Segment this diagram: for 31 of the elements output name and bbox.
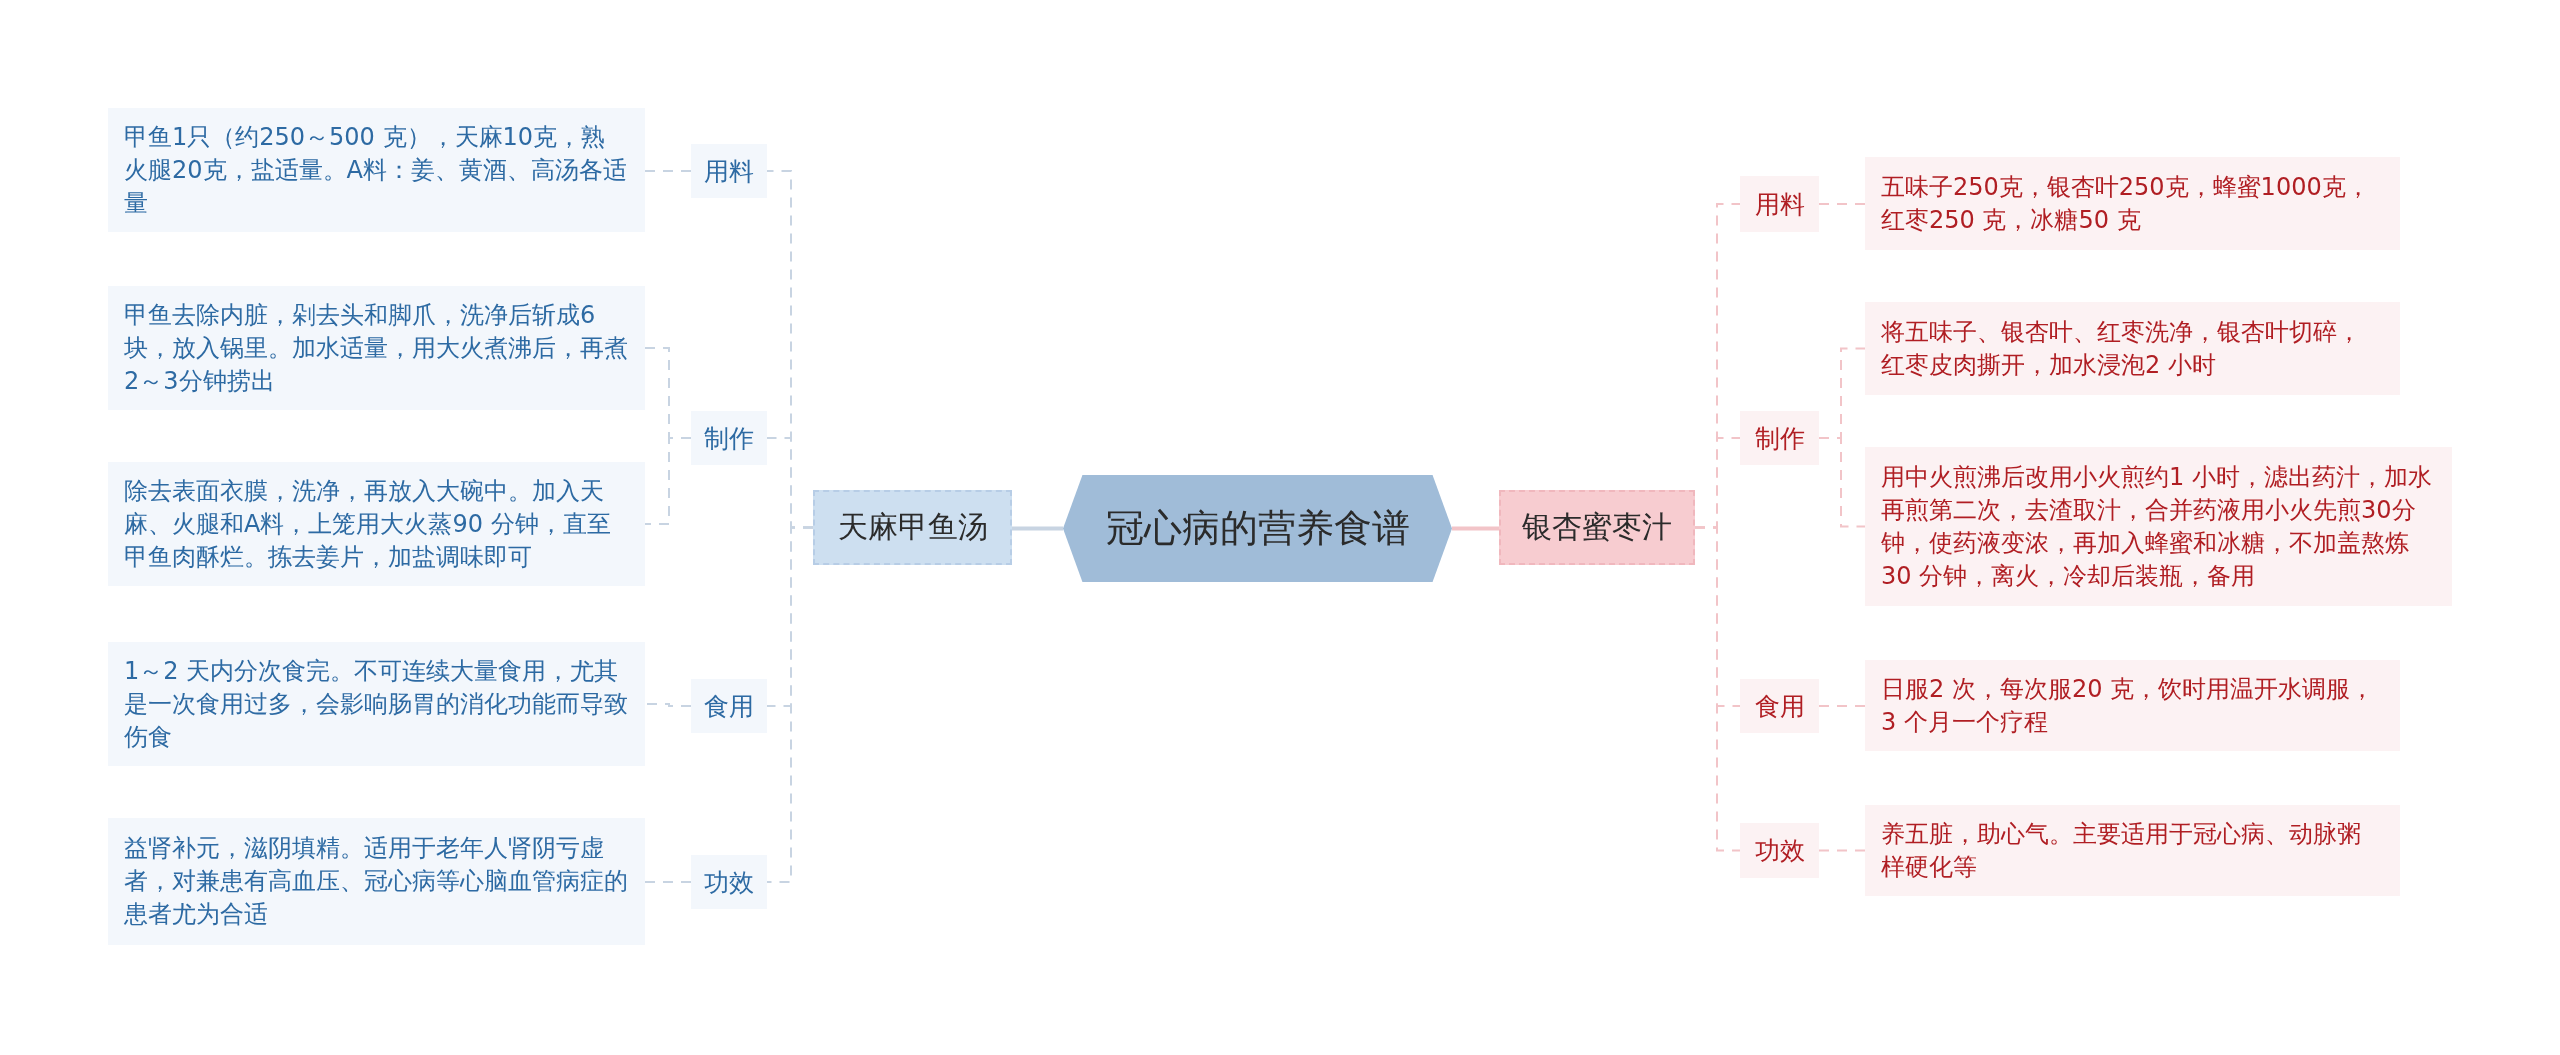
note-box: 用中火煎沸后改用小火煎约1 小时，滤出药汁，加水再煎第二次，去渣取汁，合并药液用小火先煎30分钟，使药液变浓，再加入蜂蜜和冰糖，不加盖熬炼30 分钟，离火，冷却后装瓶，备用 — [1865, 447, 2452, 606]
connector-line — [1818, 705, 1866, 707]
note-box: 养五脏，助心气。主要适用于冠心病、动脉粥样硬化等 — [1865, 805, 2400, 896]
category-label: 功效 — [691, 855, 767, 909]
note-box: 将五味子、银杏叶、红枣洗净，银杏叶切碎，红枣皮肉撕开，加水浸泡2 小时 — [1865, 302, 2400, 395]
note-box: 五味子250克，银杏叶250克，蜂蜜1000克，红枣250 克，冰糖50 克 — [1865, 157, 2400, 250]
category-label: 食用 — [691, 679, 767, 733]
category-label: 功效 — [1740, 823, 1819, 878]
connector-line — [1452, 526, 1499, 531]
category-label: 食用 — [1740, 679, 1819, 733]
connector-line — [644, 881, 692, 883]
connector-line — [644, 170, 692, 172]
category-label: 制作 — [691, 411, 767, 465]
connector-line — [644, 437, 692, 525]
category-label: 用料 — [1740, 176, 1819, 232]
connector-line — [1818, 203, 1866, 205]
topic-box: 银杏蜜枣汁 — [1499, 490, 1695, 565]
note-box: 甲鱼1只（约250～500 克），天麻10克，熟火腿20克，盐适量。A料：姜、黄酒、高汤各适量 — [108, 108, 645, 232]
note-box: 除去表面衣膜，洗净，再放入大碗中。加入天麻、火腿和A料，上笼用大火蒸90 分钟，直至甲鱼肉酥烂。拣去姜片，加盐调味即可 — [108, 462, 645, 586]
connector-line — [644, 703, 692, 707]
central-topic: 冠心病的营养食谱 — [1063, 475, 1452, 582]
note-box: 日服2 次，每次服20 克，饮时用温开水调服，3 个月一个疗程 — [1865, 660, 2400, 751]
connector-line — [1012, 526, 1063, 531]
note-box: 1～2 天内分次食完。不可连续大量食用，尤其是一次食用过多，会影响肠胃的消化功能而导致伤食 — [108, 642, 645, 766]
note-box: 甲鱼去除内脏，剁去头和脚爪，洗净后斩成6块，放入锅里。加水适量，用大火煮沸后，再煮2～3分钟捞出 — [108, 286, 645, 410]
connector-line — [1818, 849, 1866, 852]
topic-box: 天麻甲鱼汤 — [813, 490, 1012, 565]
connector-line — [1818, 437, 1866, 528]
category-label: 用料 — [691, 144, 767, 198]
category-label: 制作 — [1740, 411, 1819, 465]
note-box: 益肾补元，滋阴填精。适用于老年人肾阴亏虚者，对兼患有高血压、冠心病等心脑血管病症的患者尤为合适 — [108, 818, 645, 945]
